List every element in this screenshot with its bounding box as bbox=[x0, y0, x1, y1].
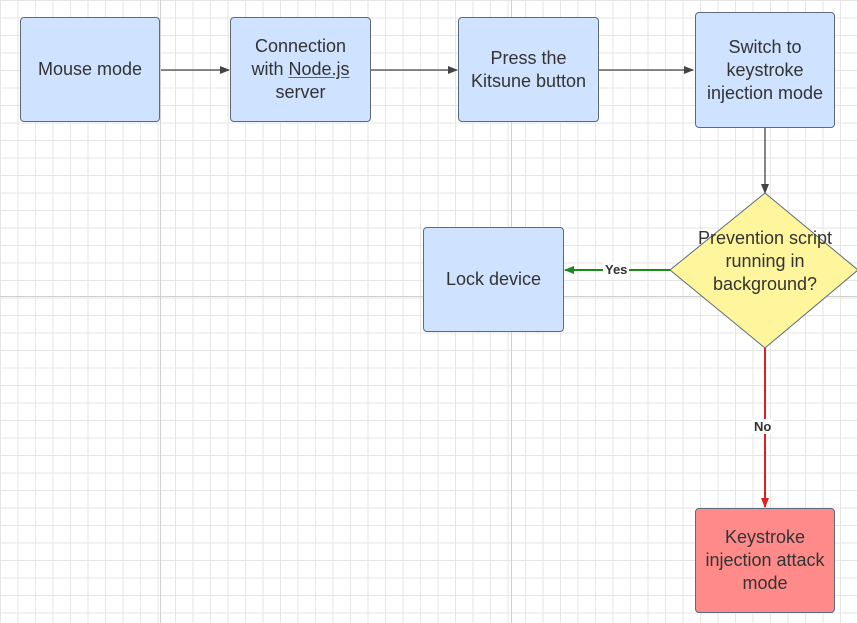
node-attack-mode-label: Keystroke injection attack mode bbox=[705, 527, 825, 593]
node-lock-device[interactable]: Lock device bbox=[423, 227, 564, 332]
node-switch-mode[interactable]: Switch to keystroke injection mode bbox=[695, 12, 835, 128]
node-press-kitsune-label: Press the Kitsune button bbox=[470, 47, 587, 91]
edge-label-no: No bbox=[752, 419, 774, 434]
node-press-kitsune[interactable]: Press the Kitsune button bbox=[458, 17, 599, 122]
node-mouse-mode[interactable]: Mouse mode bbox=[20, 17, 160, 122]
node-connection-label: Connection with Node.js server bbox=[237, 35, 364, 104]
node-switch-mode-label: Switch to keystroke injection mode bbox=[706, 36, 824, 103]
node-lock-device-label: Lock device bbox=[445, 269, 542, 289]
nodejs-link[interactable]: Node.js bbox=[288, 59, 350, 79]
grid-major-line bbox=[160, 0, 161, 623]
node-connection-suffix: server bbox=[275, 82, 326, 102]
decision-diamond[interactable] bbox=[669, 192, 857, 349]
node-connection-prefix: Connection with bbox=[251, 36, 347, 79]
node-connection[interactable]: Connection with Node.js server bbox=[230, 17, 371, 122]
node-mouse-mode-label: Mouse mode bbox=[37, 59, 143, 79]
node-attack-mode[interactable]: Keystroke injection attack mode bbox=[695, 508, 835, 613]
edge-label-yes: Yes bbox=[603, 262, 630, 277]
decision-label: Prevention script running in background? bbox=[697, 228, 833, 294]
